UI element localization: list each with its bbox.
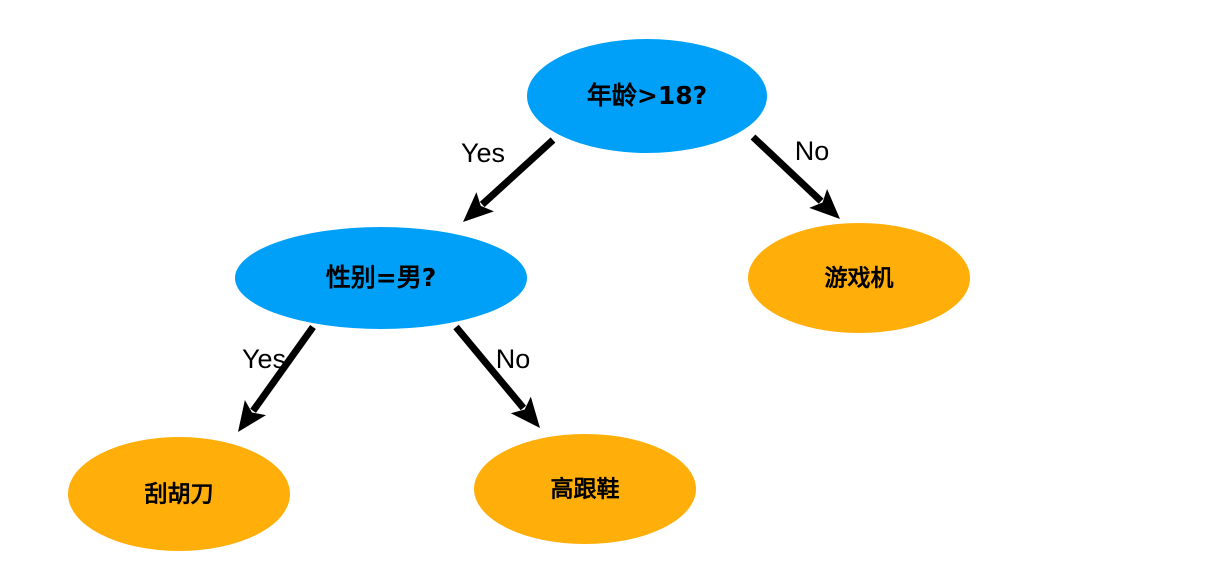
leaf-node-shape[interactable] — [474, 434, 696, 544]
node-gender[interactable]: 性别=男? — [235, 227, 527, 329]
decision-node-shape[interactable] — [527, 39, 767, 153]
edges-layer — [238, 134, 840, 432]
arrow-head-icon — [463, 192, 494, 222]
decision-node-shape[interactable] — [235, 227, 527, 329]
arrow-head-icon — [809, 188, 840, 219]
edge-root-yes — [463, 137, 556, 222]
node-root[interactable]: 年龄>18? — [527, 39, 767, 153]
edge-gender-no — [453, 324, 540, 428]
edge-line — [479, 137, 556, 208]
edge-label-root-no: No — [795, 136, 830, 166]
node-label: 性别=男? — [326, 263, 436, 292]
node-label: 游戏机 — [825, 265, 894, 292]
node-heels[interactable]: 高跟鞋 — [474, 434, 696, 544]
edge-line — [750, 134, 824, 204]
edge-label-root-yes: Yes — [461, 138, 505, 168]
node-razor[interactable]: 刮胡刀 — [68, 437, 290, 551]
edge-gender-yes — [238, 324, 316, 432]
edge-label-gender-yes: Yes — [242, 344, 286, 374]
leaf-node-shape[interactable] — [748, 223, 970, 333]
node-console[interactable]: 游戏机 — [748, 223, 970, 333]
arrow-head-icon — [510, 396, 540, 428]
edge-label-gender-no: No — [496, 344, 531, 374]
leaf-node-shape[interactable] — [68, 437, 290, 551]
edge-line — [453, 324, 527, 411]
edge-line — [250, 324, 316, 413]
node-label: 刮胡刀 — [145, 481, 214, 508]
node-label: 高跟鞋 — [551, 476, 620, 503]
node-label: 年龄>18? — [587, 81, 707, 110]
arrow-head-icon — [238, 400, 267, 432]
edge-root-no — [750, 134, 840, 219]
